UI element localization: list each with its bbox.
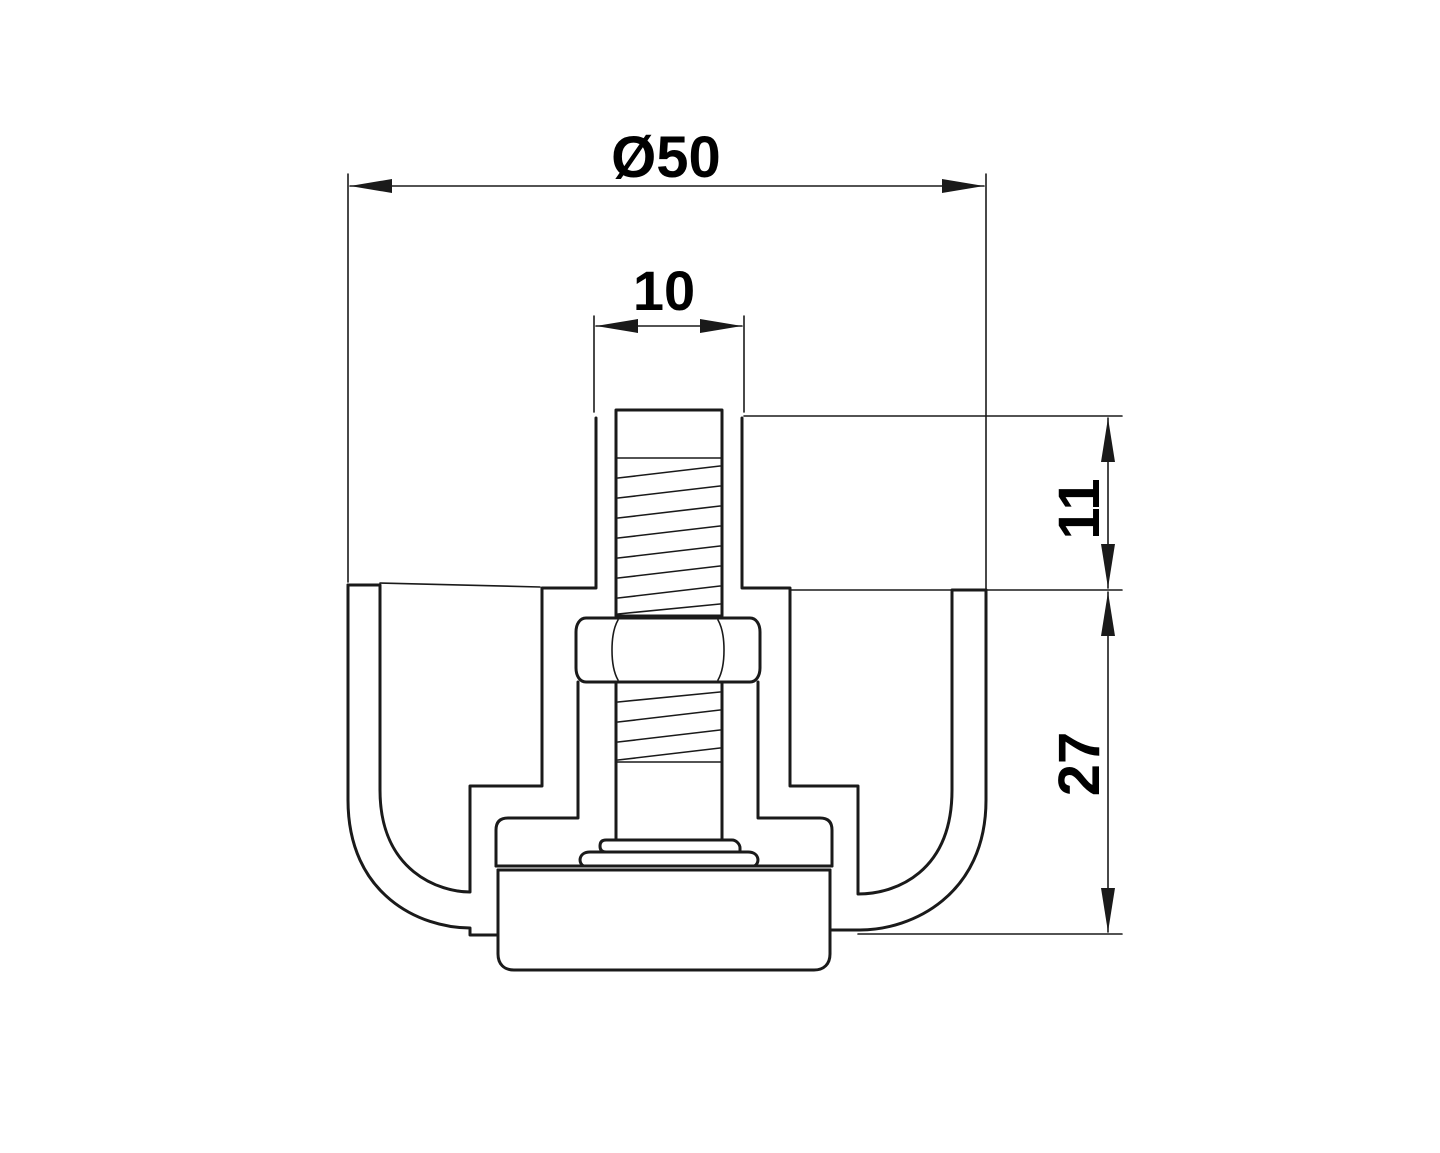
arrowhead-11-top <box>1101 418 1115 462</box>
swivel-joint <box>578 838 760 868</box>
arrowhead-thread-right <box>700 319 742 333</box>
body-height-label: 27 <box>1047 732 1112 797</box>
diameter-label: Ø50 <box>611 125 721 190</box>
thread-lines-upper <box>617 465 721 615</box>
threaded-bolt <box>614 408 724 842</box>
arrowhead-27-bottom <box>1101 888 1115 932</box>
cup-body <box>346 416 988 937</box>
dimension-thread-diameter: 10 <box>593 259 745 413</box>
cup-left-top-edge <box>379 582 541 588</box>
arrowhead-27-top <box>1101 592 1115 636</box>
hex-nut-facet-left <box>611 619 619 681</box>
arrowhead-left <box>350 179 392 193</box>
hex-nut-facet-right <box>717 619 725 681</box>
hex-nut <box>574 616 762 684</box>
socket-right-step <box>756 680 834 868</box>
foot-pad <box>496 868 832 972</box>
arrowhead-thread-left <box>596 319 638 333</box>
bolt-upper-shank <box>614 408 724 618</box>
arrowhead-11-bottom <box>1101 544 1115 588</box>
thread-lines-lower <box>617 691 721 761</box>
arrowhead-right <box>942 179 984 193</box>
thread-height-label: 11 <box>1047 478 1112 539</box>
dimension-thread-height: 11 <box>743 415 1123 591</box>
foot-pad-outline <box>496 868 832 972</box>
cup-right-inner-wall <box>740 416 988 896</box>
swivel-washer <box>578 850 760 868</box>
swivel-top-cap <box>598 838 742 854</box>
socket-left-step <box>494 680 580 868</box>
thread-diameter-label: 10 <box>633 259 695 322</box>
bolt-lower-shank <box>614 680 724 842</box>
cup-left-outer-wall <box>346 583 500 937</box>
cup-right-outer-wall <box>828 588 988 932</box>
dimension-body-height: 27 <box>857 591 1123 935</box>
cup-left-inner-wall <box>346 416 598 894</box>
socket-steps <box>494 680 834 868</box>
dimension-diameter: Ø50 <box>347 125 987 591</box>
hex-nut-outline <box>574 616 762 684</box>
